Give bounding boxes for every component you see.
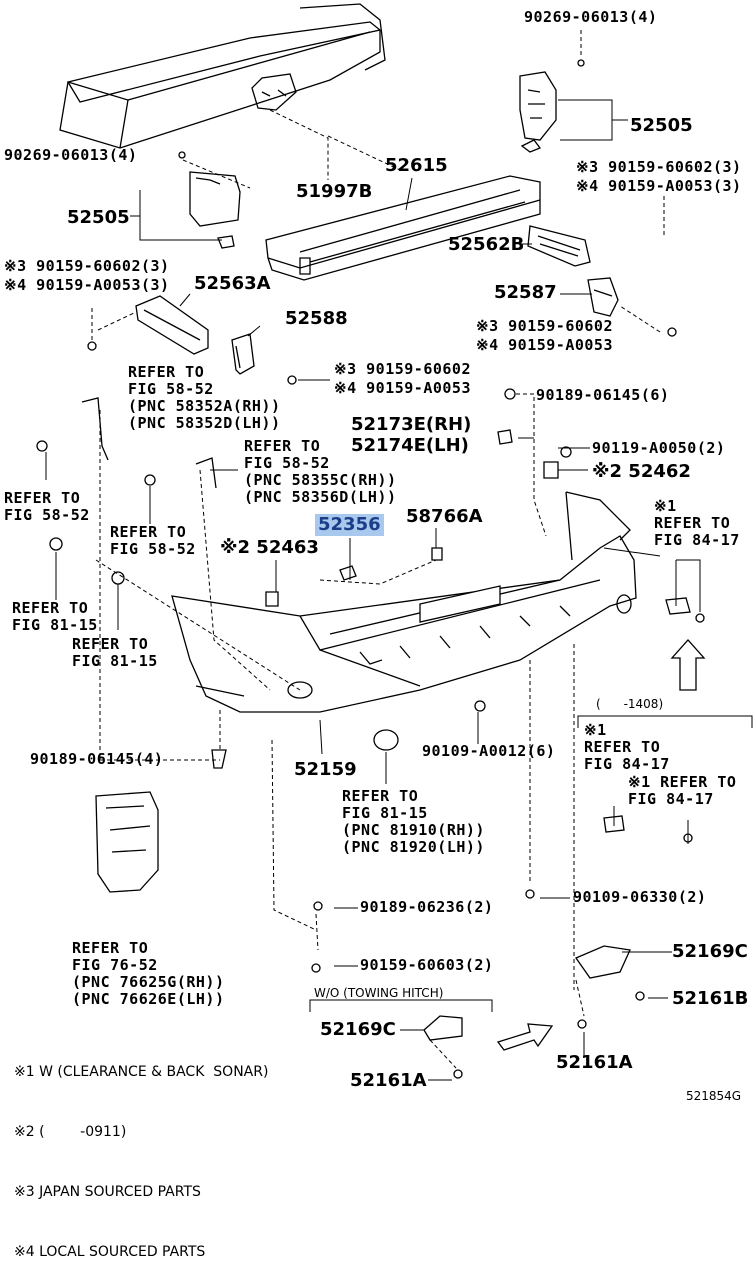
- part-label[interactable]: 90189-06145(6): [536, 386, 670, 404]
- part-label[interactable]: 52161A: [350, 1070, 427, 1091]
- part-label[interactable]: 52587: [494, 282, 557, 303]
- part-label[interactable]: ※2 52462: [592, 461, 691, 482]
- part-label[interactable]: 90189-06145(4): [30, 750, 164, 768]
- leader-lines: [46, 30, 700, 1080]
- towing-hitch-frame: [310, 1000, 492, 1012]
- small-fasteners-drawing: [37, 346, 704, 842]
- part-label[interactable]: 90189-06236(2): [360, 898, 494, 916]
- direction-arrow-up: [672, 640, 704, 690]
- part-label[interactable]: ※3 90159-60602(3): [576, 158, 742, 176]
- frame-crossmember-drawing: [60, 4, 385, 148]
- bumper-reinforcement-drawing: [266, 176, 540, 280]
- retainer-52588-drawing: [232, 334, 296, 384]
- part-label[interactable]: 52173E(RH): [351, 414, 472, 435]
- part-label[interactable]: ※2 52463: [220, 537, 319, 558]
- part-label[interactable]: 52161B: [672, 988, 749, 1009]
- part-label[interactable]: 51997B: [296, 181, 373, 202]
- towing-hitch-note: W/O (TOWING HITCH): [314, 986, 444, 1000]
- figure-code: 521854G: [686, 1089, 742, 1103]
- upper-guard-lh-drawing: [179, 152, 240, 248]
- bracket-range-frame: [578, 716, 752, 728]
- upper-guard-rh-drawing: [520, 60, 584, 152]
- part-label[interactable]: 90269-06013(4): [4, 146, 138, 164]
- bumper-cover-drawing: [172, 492, 636, 712]
- mudflap-drawing: [96, 792, 158, 892]
- footnote-3: ※3 JAPAN SOURCED PARTS: [14, 1184, 201, 1200]
- part-label[interactable]: ※4 90159-A0053(3): [576, 177, 742, 195]
- part-label[interactable]: 52505: [67, 207, 130, 228]
- part-label[interactable]: 90119-A0050(2): [592, 439, 726, 457]
- part-label[interactable]: 58766A: [406, 506, 483, 527]
- part-label[interactable]: 52505: [630, 115, 693, 136]
- bracket-52587-drawing: [588, 278, 676, 336]
- part-label[interactable]: 52562B: [448, 234, 525, 255]
- part-label[interactable]: 52169C: [320, 1019, 396, 1040]
- direction-arrow-right: [498, 1024, 552, 1050]
- part-label[interactable]: ※4 90159-A0053: [476, 336, 613, 354]
- part-label[interactable]: 52159: [294, 759, 357, 780]
- part-label[interactable]: 90109-A0012(6): [422, 742, 556, 760]
- part-label[interactable]: 90159-60603(2): [360, 956, 494, 974]
- part-label-highlighted[interactable]: 52356: [315, 514, 384, 536]
- lower-bracket-drawing: [312, 890, 644, 1078]
- stay-52563a-drawing: [88, 296, 208, 354]
- part-label[interactable]: ※3 90159-60602: [476, 317, 613, 335]
- footnote-4: ※4 LOCAL SOURCED PARTS: [14, 1244, 206, 1260]
- part-label[interactable]: ※3 90159-60602(3): [4, 257, 170, 275]
- footnotes: ※1 W (CLEARANCE & BACK SONAR) ※2 ( -0911…: [14, 1022, 268, 1282]
- part-label[interactable]: ※4 90159-A0053(3): [4, 276, 170, 294]
- part-label[interactable]: 52588: [285, 308, 348, 329]
- part-label[interactable]: ※3 90159-60602: [334, 360, 471, 378]
- part-label[interactable]: ※4 90159-A0053: [334, 379, 471, 397]
- part-label[interactable]: 52615: [385, 155, 448, 176]
- footnote-1: ※1 W (CLEARANCE & BACK SONAR): [14, 1064, 269, 1080]
- part-label[interactable]: 52169C: [672, 941, 748, 962]
- bracket-range-label: ( -1408): [596, 697, 664, 711]
- part-label[interactable]: 90109-06330(2): [573, 888, 707, 906]
- stay-52562b-drawing: [528, 226, 590, 266]
- part-label[interactable]: 52174E(LH): [351, 435, 469, 456]
- exploded-parts-diagram: [0, 0, 756, 1108]
- footnote-2: ※2 ( -0911): [14, 1124, 127, 1140]
- part-label[interactable]: 52161A: [556, 1052, 633, 1073]
- part-label[interactable]: 90269-06013(4): [524, 8, 658, 26]
- part-label[interactable]: 52563A: [194, 273, 271, 294]
